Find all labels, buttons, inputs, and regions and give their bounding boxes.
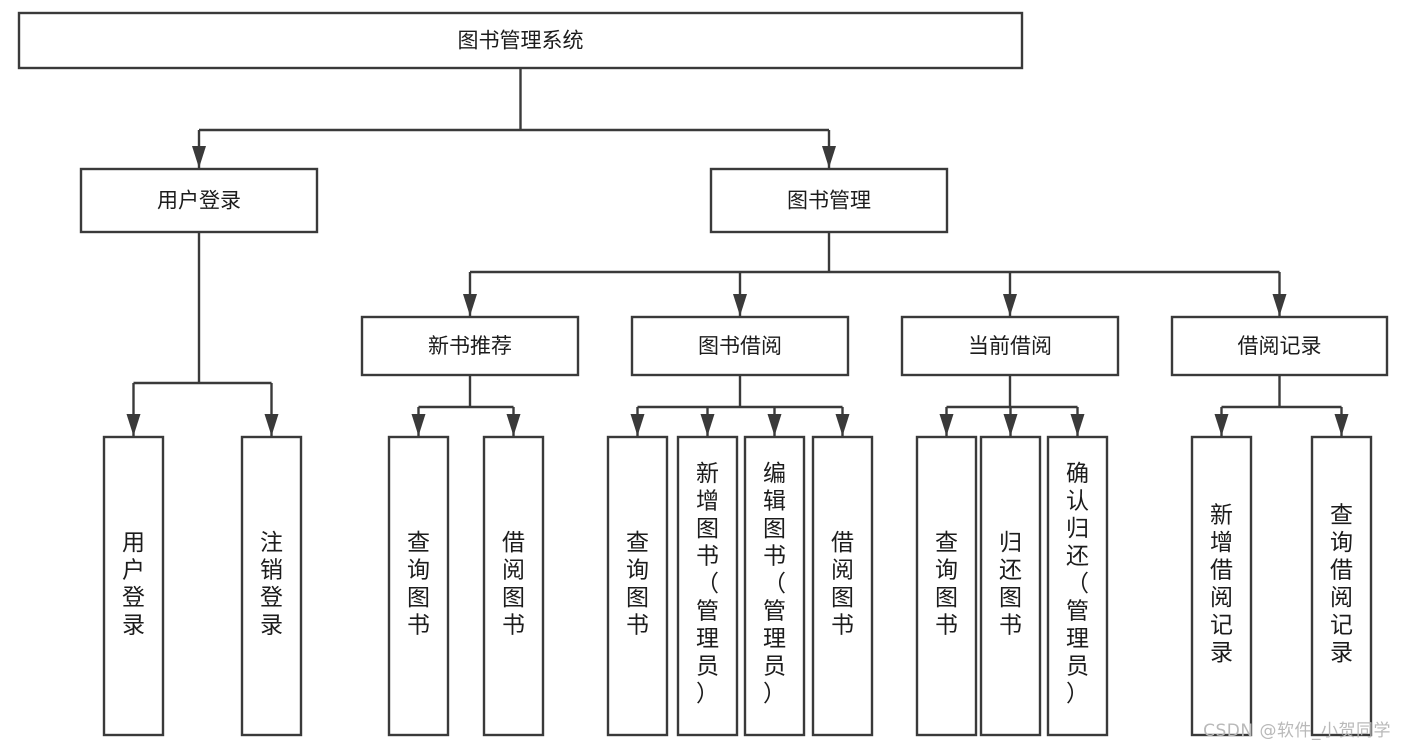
connector-conn-current-to-leaves: [939, 375, 1085, 436]
node-leaf-query-book-borrow[interactable]: 查询图书: [606, 435, 669, 737]
node-leaf-add-borrow-record[interactable]: 新增借阅记录: [1190, 435, 1253, 737]
node-label-new-book-recommend: 新书推荐: [428, 334, 512, 358]
node-book-management[interactable]: 图书管理: [709, 167, 949, 234]
node-label-leaf-query-book-recommend: 查询图书: [407, 530, 430, 639]
node-box-leaf-confirm-return[interactable]: [1046, 435, 1109, 737]
node-box-current-borrow[interactable]: [900, 315, 1120, 377]
node-box-root[interactable]: [17, 11, 1024, 70]
node-leaf-query-borrow-record[interactable]: 查询借阅记录: [1310, 435, 1373, 737]
node-label-leaf-confirm-return: 确认归还（管理员）: [1066, 461, 1089, 707]
node-box-leaf-add-book[interactable]: [676, 435, 739, 737]
node-box-leaf-query-borrow-record[interactable]: [1310, 435, 1373, 737]
node-box-leaf-user-login[interactable]: [102, 435, 165, 737]
node-label-leaf-edit-book: 编辑图书（管理员）: [763, 461, 786, 707]
node-leaf-add-book[interactable]: 新增图书（管理员）: [676, 435, 739, 737]
node-box-new-book-recommend[interactable]: [360, 315, 580, 377]
node-current-borrow[interactable]: 当前借阅: [900, 315, 1120, 377]
connector-conn-root-to-level2: [192, 68, 836, 168]
node-box-leaf-logout[interactable]: [240, 435, 303, 737]
node-box-leaf-borrow-book-recommend[interactable]: [482, 435, 545, 737]
node-label-leaf-borrow-book-recommend: 借阅图书: [502, 530, 525, 639]
node-label-leaf-query-book-current: 查询图书: [935, 530, 958, 639]
connector-conn-recommend-to-leaves: [411, 375, 521, 436]
node-box-book-management[interactable]: [709, 167, 949, 234]
node-leaf-edit-book[interactable]: 编辑图书（管理员）: [743, 435, 806, 737]
node-box-leaf-add-borrow-record[interactable]: [1190, 435, 1253, 737]
node-box-leaf-edit-book[interactable]: [743, 435, 806, 737]
node-leaf-return-book[interactable]: 归还图书: [979, 435, 1042, 737]
connector-conn-bookmgmt-to-level3: [463, 232, 1287, 316]
node-box-leaf-return-book[interactable]: [979, 435, 1042, 737]
node-box-user-login[interactable]: [79, 167, 319, 234]
node-label-leaf-return-book: 归还图书: [999, 530, 1022, 639]
node-label-leaf-add-book: 新增图书（管理员）: [696, 461, 719, 707]
node-label-leaf-query-borrow-record: 查询借阅记录: [1330, 502, 1353, 666]
connector-conn-userlogin-to-leaves: [126, 232, 279, 436]
node-label-leaf-user-login: 用户登录: [122, 530, 145, 639]
edges-layer: [126, 68, 1349, 436]
node-label-borrow-record: 借阅记录: [1238, 334, 1322, 358]
node-leaf-logout[interactable]: 注销登录: [240, 435, 303, 737]
node-box-book-borrow[interactable]: [630, 315, 850, 377]
connector-conn-borrow-to-leaves: [630, 375, 850, 436]
node-label-leaf-borrow-book: 借阅图书: [831, 530, 854, 639]
node-label-leaf-add-borrow-record: 新增借阅记录: [1210, 502, 1233, 666]
node-box-leaf-query-book-borrow[interactable]: [606, 435, 669, 737]
node-label-user-login: 用户登录: [157, 189, 241, 213]
node-label-root: 图书管理系统: [458, 29, 584, 53]
node-label-book-borrow: 图书借阅: [698, 334, 782, 358]
node-leaf-query-book-current[interactable]: 查询图书: [915, 435, 978, 737]
node-leaf-query-book-recommend[interactable]: 查询图书: [387, 435, 450, 737]
node-label-book-management: 图书管理: [787, 189, 871, 213]
node-leaf-borrow-book[interactable]: 借阅图书: [811, 435, 874, 737]
node-label-leaf-logout: 注销登录: [260, 530, 283, 639]
node-leaf-confirm-return[interactable]: 确认归还（管理员）: [1046, 435, 1109, 737]
node-box-leaf-query-book-current[interactable]: [915, 435, 978, 737]
node-label-leaf-query-book-borrow: 查询图书: [626, 530, 649, 639]
node-label-current-borrow: 当前借阅: [968, 334, 1052, 358]
connector-conn-record-to-leaves: [1214, 375, 1349, 436]
node-leaf-borrow-book-recommend[interactable]: 借阅图书: [482, 435, 545, 737]
nodes-layer: 图书管理系统用户登录图书管理新书推荐图书借阅当前借阅借阅记录用户登录注销登录查询…: [17, 11, 1389, 737]
node-root[interactable]: 图书管理系统: [17, 11, 1024, 70]
node-borrow-record[interactable]: 借阅记录: [1170, 315, 1389, 377]
node-box-leaf-borrow-book[interactable]: [811, 435, 874, 737]
node-box-borrow-record[interactable]: [1170, 315, 1389, 377]
node-leaf-user-login[interactable]: 用户登录: [102, 435, 165, 737]
node-box-leaf-query-book-recommend[interactable]: [387, 435, 450, 737]
node-user-login[interactable]: 用户登录: [79, 167, 319, 234]
node-book-borrow[interactable]: 图书借阅: [630, 315, 850, 377]
node-new-book-recommend[interactable]: 新书推荐: [360, 315, 580, 377]
